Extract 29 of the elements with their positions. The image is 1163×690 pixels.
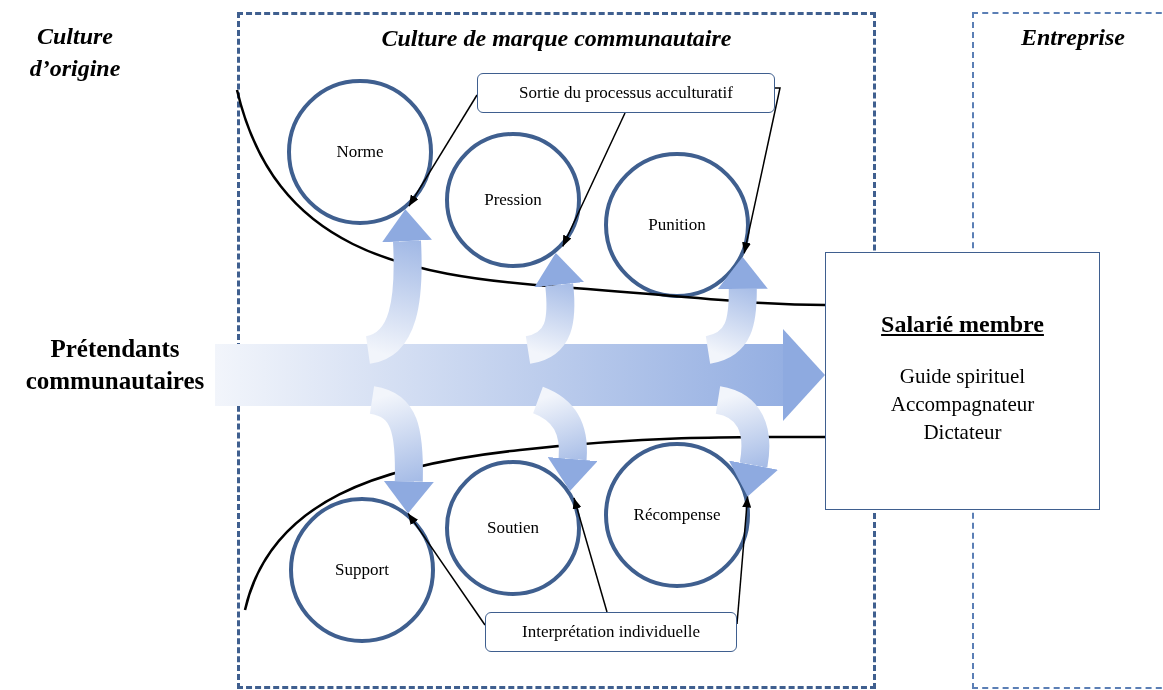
circle-label: Punition [648,215,706,235]
role-text: Dictateur [923,419,1002,446]
role-text: Accompagnateur [890,391,1035,418]
region-heading: Entreprise [1020,24,1126,51]
curved-arrow [715,386,779,497]
circle-label: Soutien [487,518,539,538]
source-label: Prétendants communautaires [15,333,215,397]
leader-arrow [561,112,626,248]
curved-arrow [369,386,434,514]
role-text: Guide spirituel [899,363,1026,390]
curved-arrow [524,252,585,364]
circle-label: Norme [336,142,384,162]
leader-arrow [407,512,486,626]
box-heading: Salarié membre [881,311,1044,338]
leader-arrow [408,94,478,207]
callout-box [477,73,775,113]
circle-label: Pression [484,190,542,210]
leader-arrow [572,497,608,613]
region-heading: Culture d’origine [28,22,122,83]
callout-text: Sortie du processus acculturatif [519,83,733,103]
callout-box [485,612,737,652]
region-heading: Culture de marque communautaire [380,25,733,52]
circle-label: Support [335,560,389,580]
callout-text: Interprétation individuelle [522,622,700,642]
curved-arrow [704,256,768,364]
circle-label: Récompense [633,505,721,525]
curved-arrow [364,209,432,364]
curved-arrow [532,387,598,492]
role-box [825,252,1100,510]
